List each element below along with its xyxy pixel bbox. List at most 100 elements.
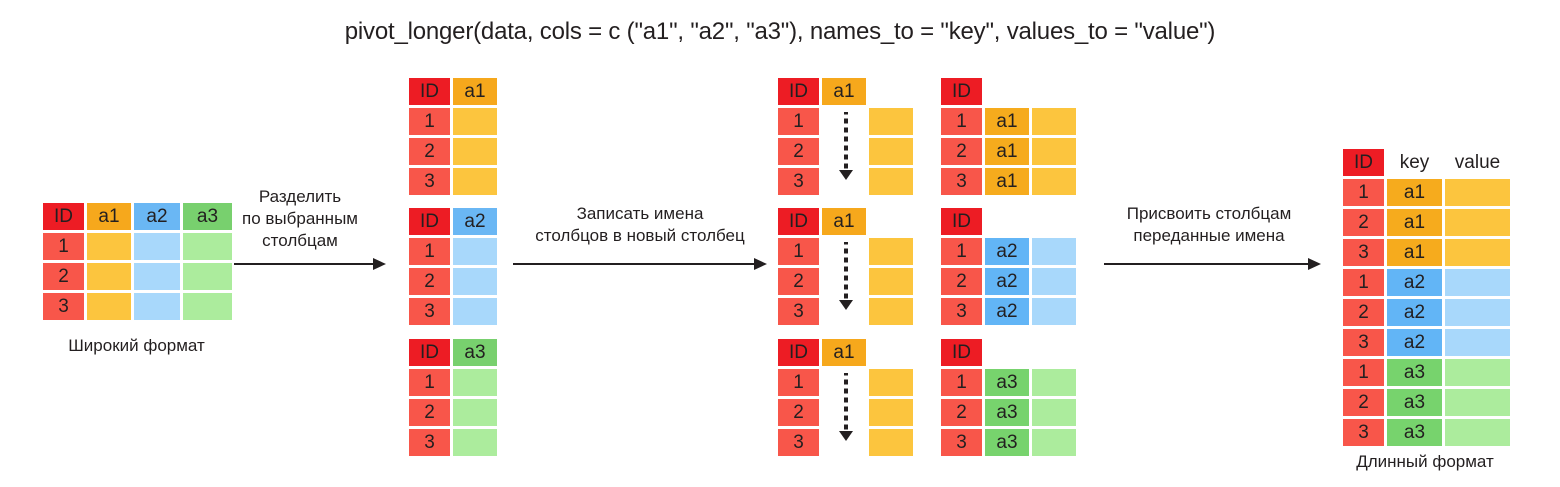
long-cell-value — [1445, 209, 1510, 236]
split-table-a2: ID a2 1 2 3 — [409, 208, 497, 325]
split-a1-cell-value — [453, 108, 497, 135]
table-row: 3 a3 — [941, 429, 1076, 456]
table-row: 3 — [409, 298, 497, 325]
split-a2-cell-id: 1 — [409, 238, 450, 265]
table-row: 2 a1 — [941, 138, 1076, 165]
split-a1-header-id: ID — [409, 78, 450, 105]
wide-cell-id: 1 — [43, 233, 84, 260]
table-row: 1 — [409, 108, 497, 135]
wide-cell-a1 — [87, 263, 131, 290]
long-cell-value — [1445, 419, 1510, 446]
table-row: 3 a3 — [1343, 419, 1510, 446]
keyed-a2-cell-id: 3 — [941, 298, 982, 325]
long-cell-value — [1445, 329, 1510, 356]
long-header-value: value — [1454, 152, 1501, 173]
table-row: 3 a2 — [941, 298, 1076, 325]
table-row: 2 — [778, 268, 913, 295]
split-a3-cell-id: 3 — [409, 429, 450, 456]
table-header-row: ID — [941, 208, 1076, 235]
table-row: 2 a3 — [941, 399, 1076, 426]
keyed-a2-cell-key: a2 — [985, 268, 1029, 295]
table-row: 1 a3 — [941, 369, 1076, 396]
keyed-a3-cell-id: 1 — [941, 369, 982, 396]
name-1-header-a1: a1 — [822, 78, 866, 105]
split-a3-cell-id: 1 — [409, 369, 450, 396]
split-a2-cell-id: 2 — [409, 268, 450, 295]
wide-header-a1: a1 — [87, 203, 131, 230]
wide-cell-a2 — [134, 263, 180, 290]
dashed-down-arrow-icon — [839, 242, 853, 314]
step-2-line-2: столбцов в новый столбец — [535, 226, 745, 245]
long-cell-id: 1 — [1343, 359, 1384, 386]
long-format-caption: Длинный формат — [1356, 452, 1494, 471]
split-a2-cell-id: 3 — [409, 298, 450, 325]
wide-cell-a3 — [183, 233, 232, 260]
keyed-a3-cell-value — [1032, 429, 1076, 456]
name-2-cell-id: 2 — [778, 268, 819, 295]
wide-cell-a2 — [134, 293, 180, 320]
table-header-row: ID — [941, 78, 1076, 105]
dashed-down-arrow-icon — [839, 373, 853, 445]
long-cell-key: a3 — [1387, 419, 1442, 446]
name-2-header-id: ID — [778, 208, 819, 235]
name-2-header-a1: a1 — [822, 208, 866, 235]
long-cell-value — [1445, 269, 1510, 296]
table-row: 3 — [778, 298, 913, 325]
split-a1-cell-value — [453, 138, 497, 165]
keyed-a3-cell-id: 3 — [941, 429, 982, 456]
keyed-a1-cell-id: 2 — [941, 138, 982, 165]
keyed-table-a3: ID 1 a3 2 a3 3 a3 — [941, 339, 1076, 456]
long-cell-value — [1445, 299, 1510, 326]
name-1-header-id: ID — [778, 78, 819, 105]
keyed-a2-cell-value — [1032, 238, 1076, 265]
name-3-value — [869, 399, 913, 426]
long-cell-id: 2 — [1343, 389, 1384, 416]
keyed-a1-header-id: ID — [941, 78, 982, 105]
keyed-a1-cell-id: 1 — [941, 108, 982, 135]
table-row: 1 a1 — [941, 108, 1076, 135]
split-a2-header-a2: a2 — [453, 208, 497, 235]
split-a2-cell-value — [453, 238, 497, 265]
table-header-row: ID key value — [1343, 149, 1510, 176]
long-cell-key: a1 — [1387, 179, 1442, 206]
wide-cell-id: 3 — [43, 293, 84, 320]
table-row: 3 — [43, 293, 232, 320]
name-1-cell-id: 2 — [778, 138, 819, 165]
keyed-a2-cell-key: a2 — [985, 298, 1029, 325]
split-a3-cell-value — [453, 399, 497, 426]
long-cell-key: a2 — [1387, 299, 1442, 326]
keyed-a1-cell-value — [1032, 108, 1076, 135]
name-3-header-id: ID — [778, 339, 819, 366]
page-title: pivot_longer(data, cols = c ("a1", "a2",… — [344, 18, 1216, 45]
wide-header-id: ID — [43, 203, 84, 230]
name-2-cell-id: 1 — [778, 238, 819, 265]
step-2-label: Записать имена столбцов в новый столбец — [505, 203, 775, 247]
step-1-line-1: Разделить — [258, 187, 342, 206]
table-header-row: ID a1 — [778, 208, 913, 235]
table-row: 3 a2 — [1343, 329, 1510, 356]
table-header-row: ID a2 — [409, 208, 497, 235]
wide-format-table: ID a1 a2 a3 1 2 3 — [43, 203, 232, 320]
step-1-line-2: по выбранным — [242, 209, 358, 228]
keyed-table-a2: ID 1 a2 2 a2 3 a2 — [941, 208, 1076, 325]
long-cell-value — [1445, 359, 1510, 386]
long-cell-key: a3 — [1387, 359, 1442, 386]
wide-cell-a1 — [87, 293, 131, 320]
long-cell-value — [1445, 179, 1510, 206]
step-3-label: Присвоить столбцам переданные имена — [1098, 203, 1320, 247]
name-2-value — [869, 298, 913, 325]
split-a2-cell-value — [453, 298, 497, 325]
split-a1-cell-value — [453, 168, 497, 195]
long-cell-id: 1 — [1343, 269, 1384, 296]
keyed-a2-cell-value — [1032, 268, 1076, 295]
keyed-a2-header-id: ID — [941, 208, 982, 235]
split-a3-header-a3: a3 — [453, 339, 497, 366]
long-header-key: key — [1399, 152, 1430, 173]
name-1-value — [869, 138, 913, 165]
wide-cell-a3 — [183, 293, 232, 320]
long-cell-key: a2 — [1387, 269, 1442, 296]
name-3-cell-id: 3 — [778, 429, 819, 456]
name-3-cell-id: 2 — [778, 399, 819, 426]
table-row: 2 a3 — [1343, 389, 1510, 416]
name-1-cell-id: 1 — [778, 108, 819, 135]
